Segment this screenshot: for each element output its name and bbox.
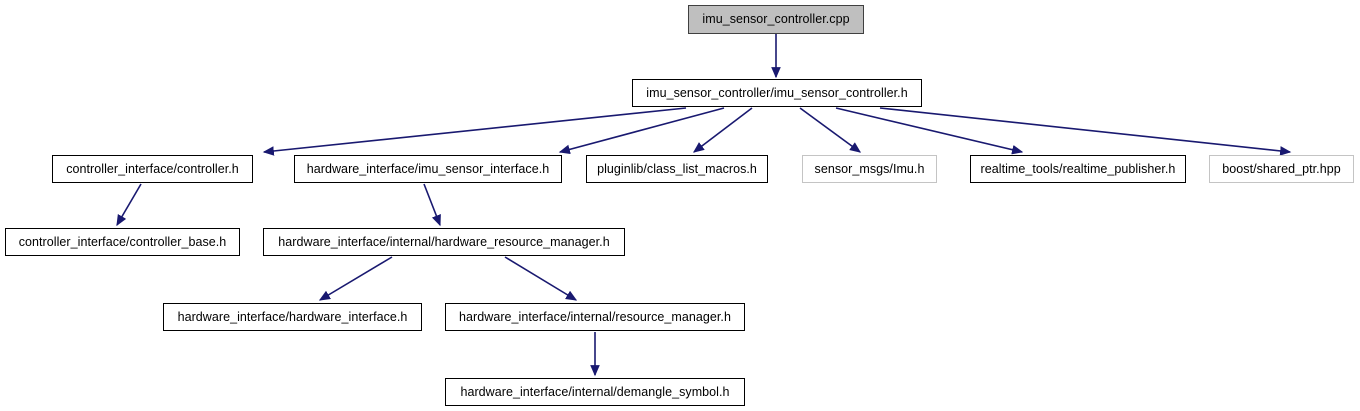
graph-edge-n1-to-n4 (692, 107, 753, 153)
graph-node-n8[interactable]: controller_interface/controller_base.h (5, 228, 240, 256)
graph-node-n0[interactable]: imu_sensor_controller.cpp (688, 5, 864, 34)
graph-edge-n9-to-n11 (504, 256, 578, 301)
graph-node-label: hardware_interface/internal/hardware_res… (278, 234, 610, 249)
graph-node-label: hardware_interface/hardware_interface.h (177, 309, 408, 324)
graph-node-n1[interactable]: imu_sensor_controller/imu_sensor_control… (632, 79, 922, 107)
graph-node-n2[interactable]: controller_interface/controller.h (52, 155, 253, 183)
graph-node-label: boost/shared_ptr.hpp (1222, 161, 1341, 176)
graph-edge-n1-to-n2 (262, 107, 687, 156)
graph-node-n7[interactable]: boost/shared_ptr.hpp (1209, 155, 1354, 183)
graph-node-n10[interactable]: hardware_interface/hardware_interface.h (163, 303, 422, 331)
graph-node-label: pluginlib/class_list_macros.h (597, 161, 757, 176)
graph-edge-n9-to-n10 (318, 256, 393, 301)
graph-node-label: imu_sensor_controller/imu_sensor_control… (646, 85, 908, 100)
graph-edge-n3-to-n9 (423, 183, 441, 227)
graph-node-label: hardware_interface/imu_sensor_interface.… (306, 161, 550, 176)
graph-node-label: controller_interface/controller_base.h (18, 234, 227, 249)
graph-node-label: hardware_interface/internal/demangle_sym… (460, 384, 730, 399)
graph-node-n4[interactable]: pluginlib/class_list_macros.h (586, 155, 768, 183)
graph-node-label: sensor_msgs/Imu.h (814, 161, 925, 176)
graph-node-n3[interactable]: hardware_interface/imu_sensor_interface.… (294, 155, 562, 183)
graph-edge-n1-to-n7 (879, 107, 1292, 156)
graph-node-n9[interactable]: hardware_interface/internal/hardware_res… (263, 228, 625, 256)
graph-node-n6[interactable]: realtime_tools/realtime_publisher.h (970, 155, 1186, 183)
graph-node-n12[interactable]: hardware_interface/internal/demangle_sym… (445, 378, 745, 406)
graph-node-label: hardware_interface/internal/resource_man… (459, 309, 731, 324)
graph-node-label: controller_interface/controller.h (66, 161, 239, 176)
graph-node-label: imu_sensor_controller.cpp (702, 12, 850, 27)
graph-node-label: realtime_tools/realtime_publisher.h (980, 161, 1176, 176)
graph-edge-n1-to-n3 (558, 107, 725, 155)
graph-node-n5[interactable]: sensor_msgs/Imu.h (802, 155, 937, 183)
graph-edge-n1-to-n5 (799, 107, 862, 153)
graph-edge-n2-to-n8 (116, 183, 142, 227)
graph-node-n11[interactable]: hardware_interface/internal/resource_man… (445, 303, 745, 331)
graph-edge-n1-to-n6 (835, 107, 1024, 155)
